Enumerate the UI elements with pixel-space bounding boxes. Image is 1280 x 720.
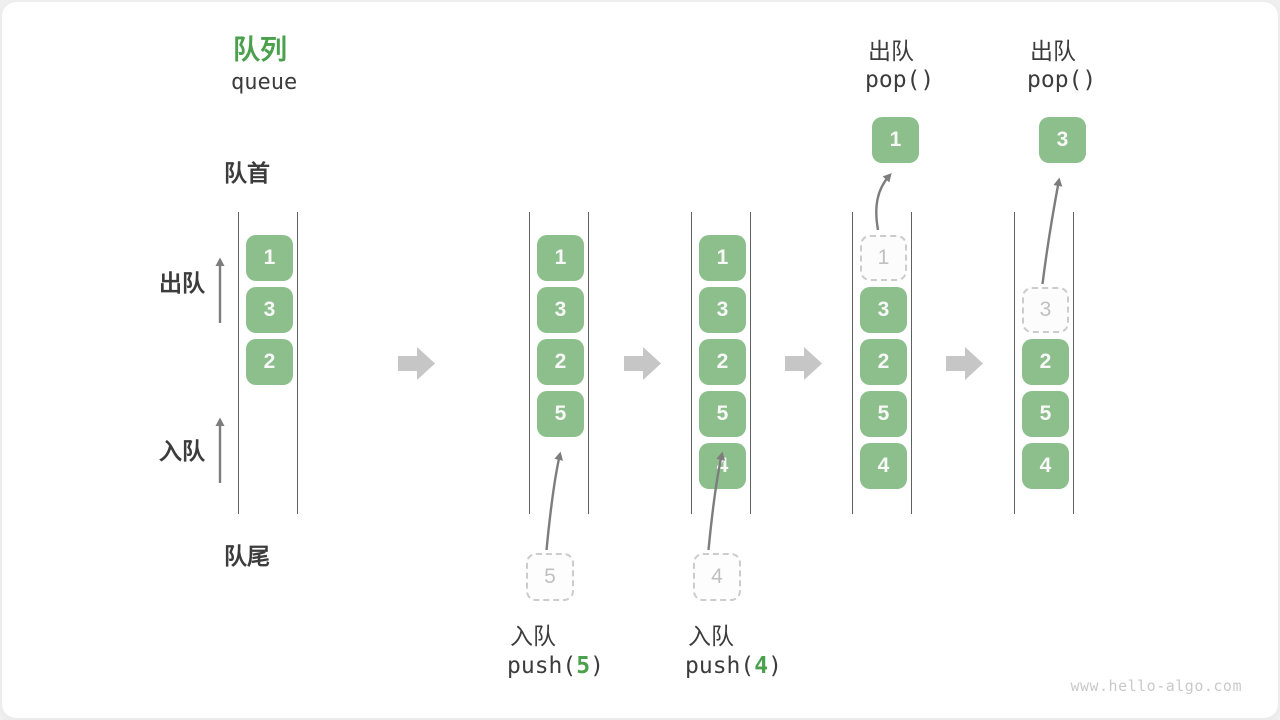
push-call-label: push(5) <box>507 653 604 679</box>
queue-element: 3 <box>246 287 293 333</box>
pop-call-label: pop() <box>1027 67 1097 93</box>
queue-channel-5 <box>1014 212 1074 514</box>
queue-element: 3 <box>537 287 584 333</box>
code-arg: 5 <box>576 653 591 679</box>
queue-element: 5 <box>1022 391 1069 437</box>
code-text: ) <box>768 653 782 679</box>
dequeue-caption: 出队 <box>1030 38 1076 64</box>
queue-element: 5 <box>699 391 746 437</box>
pending-element: 4 <box>693 553 741 601</box>
pending-element: 5 <box>526 553 574 601</box>
page-subtitle: queue <box>231 70 298 95</box>
dequeue-side-label: 出队 <box>159 270 205 296</box>
queue-element: 3 <box>699 287 746 333</box>
queue-element: 2 <box>699 339 746 385</box>
code-text: push( <box>507 653 577 679</box>
transition-arrow-icon <box>398 347 435 380</box>
dequeue-caption: 出队 <box>868 38 914 64</box>
queue-element: 1 <box>699 235 746 281</box>
queue-channel-4 <box>852 212 912 514</box>
queue-element: 4 <box>860 443 907 489</box>
queue-element: 5 <box>537 391 584 437</box>
queue-element: 3 <box>860 287 907 333</box>
code-text: ) <box>590 653 604 679</box>
transition-arrow-icon <box>785 347 822 380</box>
queue-element: 2 <box>1022 339 1069 385</box>
queue-element: 2 <box>860 339 907 385</box>
watermark: www.hello-algo.com <box>1070 677 1242 695</box>
queue-element: 1 <box>537 235 584 281</box>
queue-element: 5 <box>860 391 907 437</box>
page-title: 队列 <box>233 35 287 65</box>
code-text: push( <box>685 653 755 679</box>
queue-rear-label: 队尾 <box>224 543 270 569</box>
pop-call-label: pop() <box>865 67 935 93</box>
enqueue-caption: 入队 <box>510 623 556 649</box>
queue-front-label: 队首 <box>224 160 270 186</box>
queue-channel-2 <box>529 212 589 514</box>
queue-channel-3 <box>691 212 751 514</box>
queue-element: 1 <box>246 235 293 281</box>
queue-element: 2 <box>246 339 293 385</box>
transition-arrow-icon <box>624 347 661 380</box>
queue-channel-1 <box>238 212 298 514</box>
popped-element: 3 <box>1039 117 1086 163</box>
queue-element: 4 <box>1022 443 1069 489</box>
popped-element: 1 <box>872 117 919 163</box>
queue-element: 2 <box>537 339 584 385</box>
push-call-label: push(4) <box>685 653 782 679</box>
transition-arrow-icon <box>946 347 983 380</box>
enqueue-side-label: 入队 <box>159 438 205 464</box>
ghost-element: 1 <box>860 235 907 281</box>
code-arg: 4 <box>754 653 769 679</box>
enqueue-caption: 入队 <box>688 623 734 649</box>
queue-element: 4 <box>699 443 746 489</box>
ghost-element: 3 <box>1022 287 1069 333</box>
